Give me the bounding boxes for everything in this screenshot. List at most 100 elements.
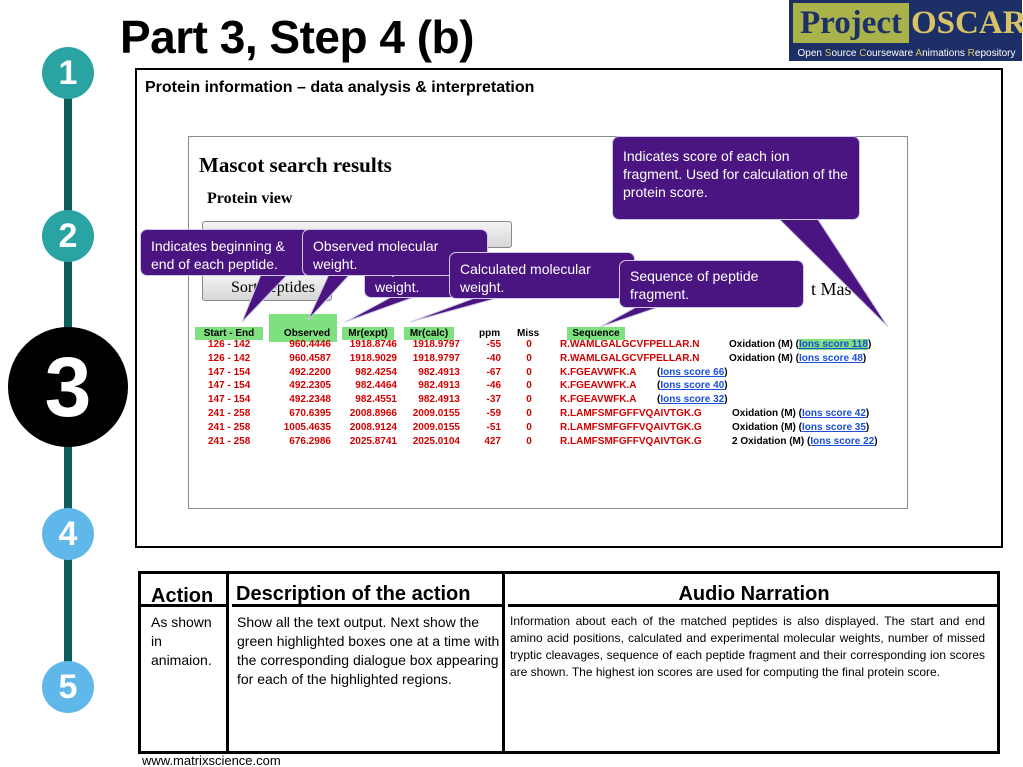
action-text: As shown in animaion. [151,614,212,668]
description-column: Description of the action Show all the t… [232,574,505,751]
trailing-text: t Mas [811,279,852,299]
cell-seq: K.FGEAVWFK.A [560,380,637,392]
callout-begin-end: Indicates beginning & end of each peptid… [140,229,310,276]
cell-miss: 0 [526,380,532,392]
cell-se: 241 - 258 [208,421,251,433]
ion-score-cell: Oxidation (M) (Ions score 42) [732,407,869,421]
modification-text: Oxidation (M) ( [729,352,799,364]
cell-mc: 982.4913 [418,380,460,392]
cell-miss: 0 [526,352,532,364]
cell-me: 982.4254 [355,366,397,378]
callout-ion-score: Indicates score of each ion fragment. Us… [612,136,860,220]
cell-ppm: -59 [486,408,501,419]
cell-miss: 0 [526,435,532,447]
closing-paren: ) [862,352,867,364]
project-oscar-logo: Project OSCAR Open Source Courseware Ani… [789,0,1023,61]
cell-ppm: -51 [486,421,501,433]
closing-paren: ) [874,435,878,447]
cell-se: 241 - 258 [208,435,251,447]
modification-text: Oxidation (M) ( [732,408,802,419]
closing-paren: ) [724,394,728,406]
callout-sequence: Sequence of peptide fragment. [619,260,804,308]
cell-mc: 2009.0155 [412,421,460,433]
cell-mc: 1918.9797 [412,339,460,350]
cell-miss: 0 [526,408,532,419]
cell-seq: R.LAMFSMFGFFVQAIVTGK.G [560,421,702,433]
cell-se: 147 - 154 [208,366,251,378]
cell-obs: 960.4446 [289,339,331,350]
cell-obs: 960.4587 [289,352,331,364]
description-text: Show all the text output. Next show the … [237,614,500,687]
ion-score-cell: (Ions score 66) [657,366,728,380]
cell-mc: 982.4913 [418,394,460,406]
cell-me: 982.4464 [355,380,397,392]
logo-word-project: Project [793,3,909,43]
modification-text: ( [657,366,661,378]
header-mr-expt: Mr(expt) [342,327,394,340]
page-title: Part 3, Step 4 (b) [120,11,474,63]
ions-score-link[interactable]: Ions score 42 [802,408,866,419]
header-ppm: ppm [479,328,501,339]
ion-score-cell: (Ions score 40) [657,379,728,393]
modification-text: Oxidation (M) ( [732,421,802,433]
cell-seq: R.LAMFSMFGFFVQAIVTGK.G [560,435,702,447]
cell-se: 126 - 142 [208,352,251,364]
cell-seq: R.WAMLGALGCVFPELLAR.N [560,352,700,364]
ion-score-cell: Oxidation (M) (Ions score 35) [732,421,869,435]
ion-score-cell: (Ions score 32) [657,393,728,407]
header-start-end: Start - End [195,327,263,340]
callout-calculated: Calculated molecular weight. [449,252,635,299]
ions-score-link[interactable]: Ions score 32 [660,394,725,406]
closing-paren: ) [724,380,728,392]
header-mr-calc: Mr(calc) [404,327,454,340]
cell-me: 2025.8741 [349,435,397,447]
modification-text: ( [657,394,661,406]
cell-se: 241 - 258 [208,408,251,419]
animation-frame: Protein information – data analysis & in… [135,68,1003,548]
ions-score-link[interactable]: Ions score 66 [660,366,725,378]
step-5-button[interactable]: 5 [42,661,94,713]
cell-me: 1918.9029 [349,352,397,364]
modification-text: Oxidation (M) ( [729,339,799,350]
cell-obs: 492.2305 [289,380,331,392]
cell-ppm: -67 [486,366,501,378]
frame-title: Protein information – data analysis & in… [145,79,535,96]
source-footer: www.matrixscience.com [142,753,281,767]
logo-word-oscar: OSCAR [911,3,1023,43]
ions-score-link[interactable]: Ions score 35 [802,421,866,433]
cell-ppm: -37 [486,394,501,406]
cell-me: 982.4551 [355,394,397,406]
ions-score-link[interactable]: Ions score 118 [799,339,868,350]
cell-mc: 1918.9797 [412,352,460,364]
step-1-button[interactable]: 1 [42,47,94,99]
cell-miss: 0 [526,366,532,378]
logo-subtitle: Open Source Courseware Animations Reposi… [797,48,1016,59]
ion-score-cell: 2 Oxidation (M) (Ions score 22) [732,435,878,449]
cell-seq: R.WAMLGALGCVFPELLAR.N [560,339,700,350]
cell-ppm: 427 [484,435,501,447]
closing-paren: ) [724,366,728,378]
cell-ppm: -40 [486,352,501,364]
cell-ppm: -46 [486,380,501,392]
step-2-button[interactable]: 2 [42,210,94,262]
cell-mc: 2025.0104 [412,435,460,447]
protein-view-heading: Protein view [207,190,293,207]
modification-text: 2 Oxidation (M) ( [732,435,811,447]
sort-peptides-button[interactable]: Sort peptides [202,274,332,301]
ions-score-link[interactable]: Ions score 48 [799,352,863,364]
cell-miss: 0 [526,394,532,406]
ions-score-link[interactable]: Ions score 40 [660,380,725,392]
step-3-current[interactable]: 3 [8,327,128,447]
cell-me: 1918.8746 [349,339,397,350]
cell-obs: 492.2348 [289,394,331,406]
audio-text: Information about each of the matched pe… [510,614,985,679]
ions-score-link[interactable]: Ions score 22 [810,435,875,447]
cell-seq: K.FGEAVWFK.A [560,366,637,378]
ion-score-cell: Oxidation (M) (Ions score 48) [729,352,866,366]
description-header: Description of the action [236,583,471,605]
step-4-button[interactable]: 4 [42,508,94,560]
